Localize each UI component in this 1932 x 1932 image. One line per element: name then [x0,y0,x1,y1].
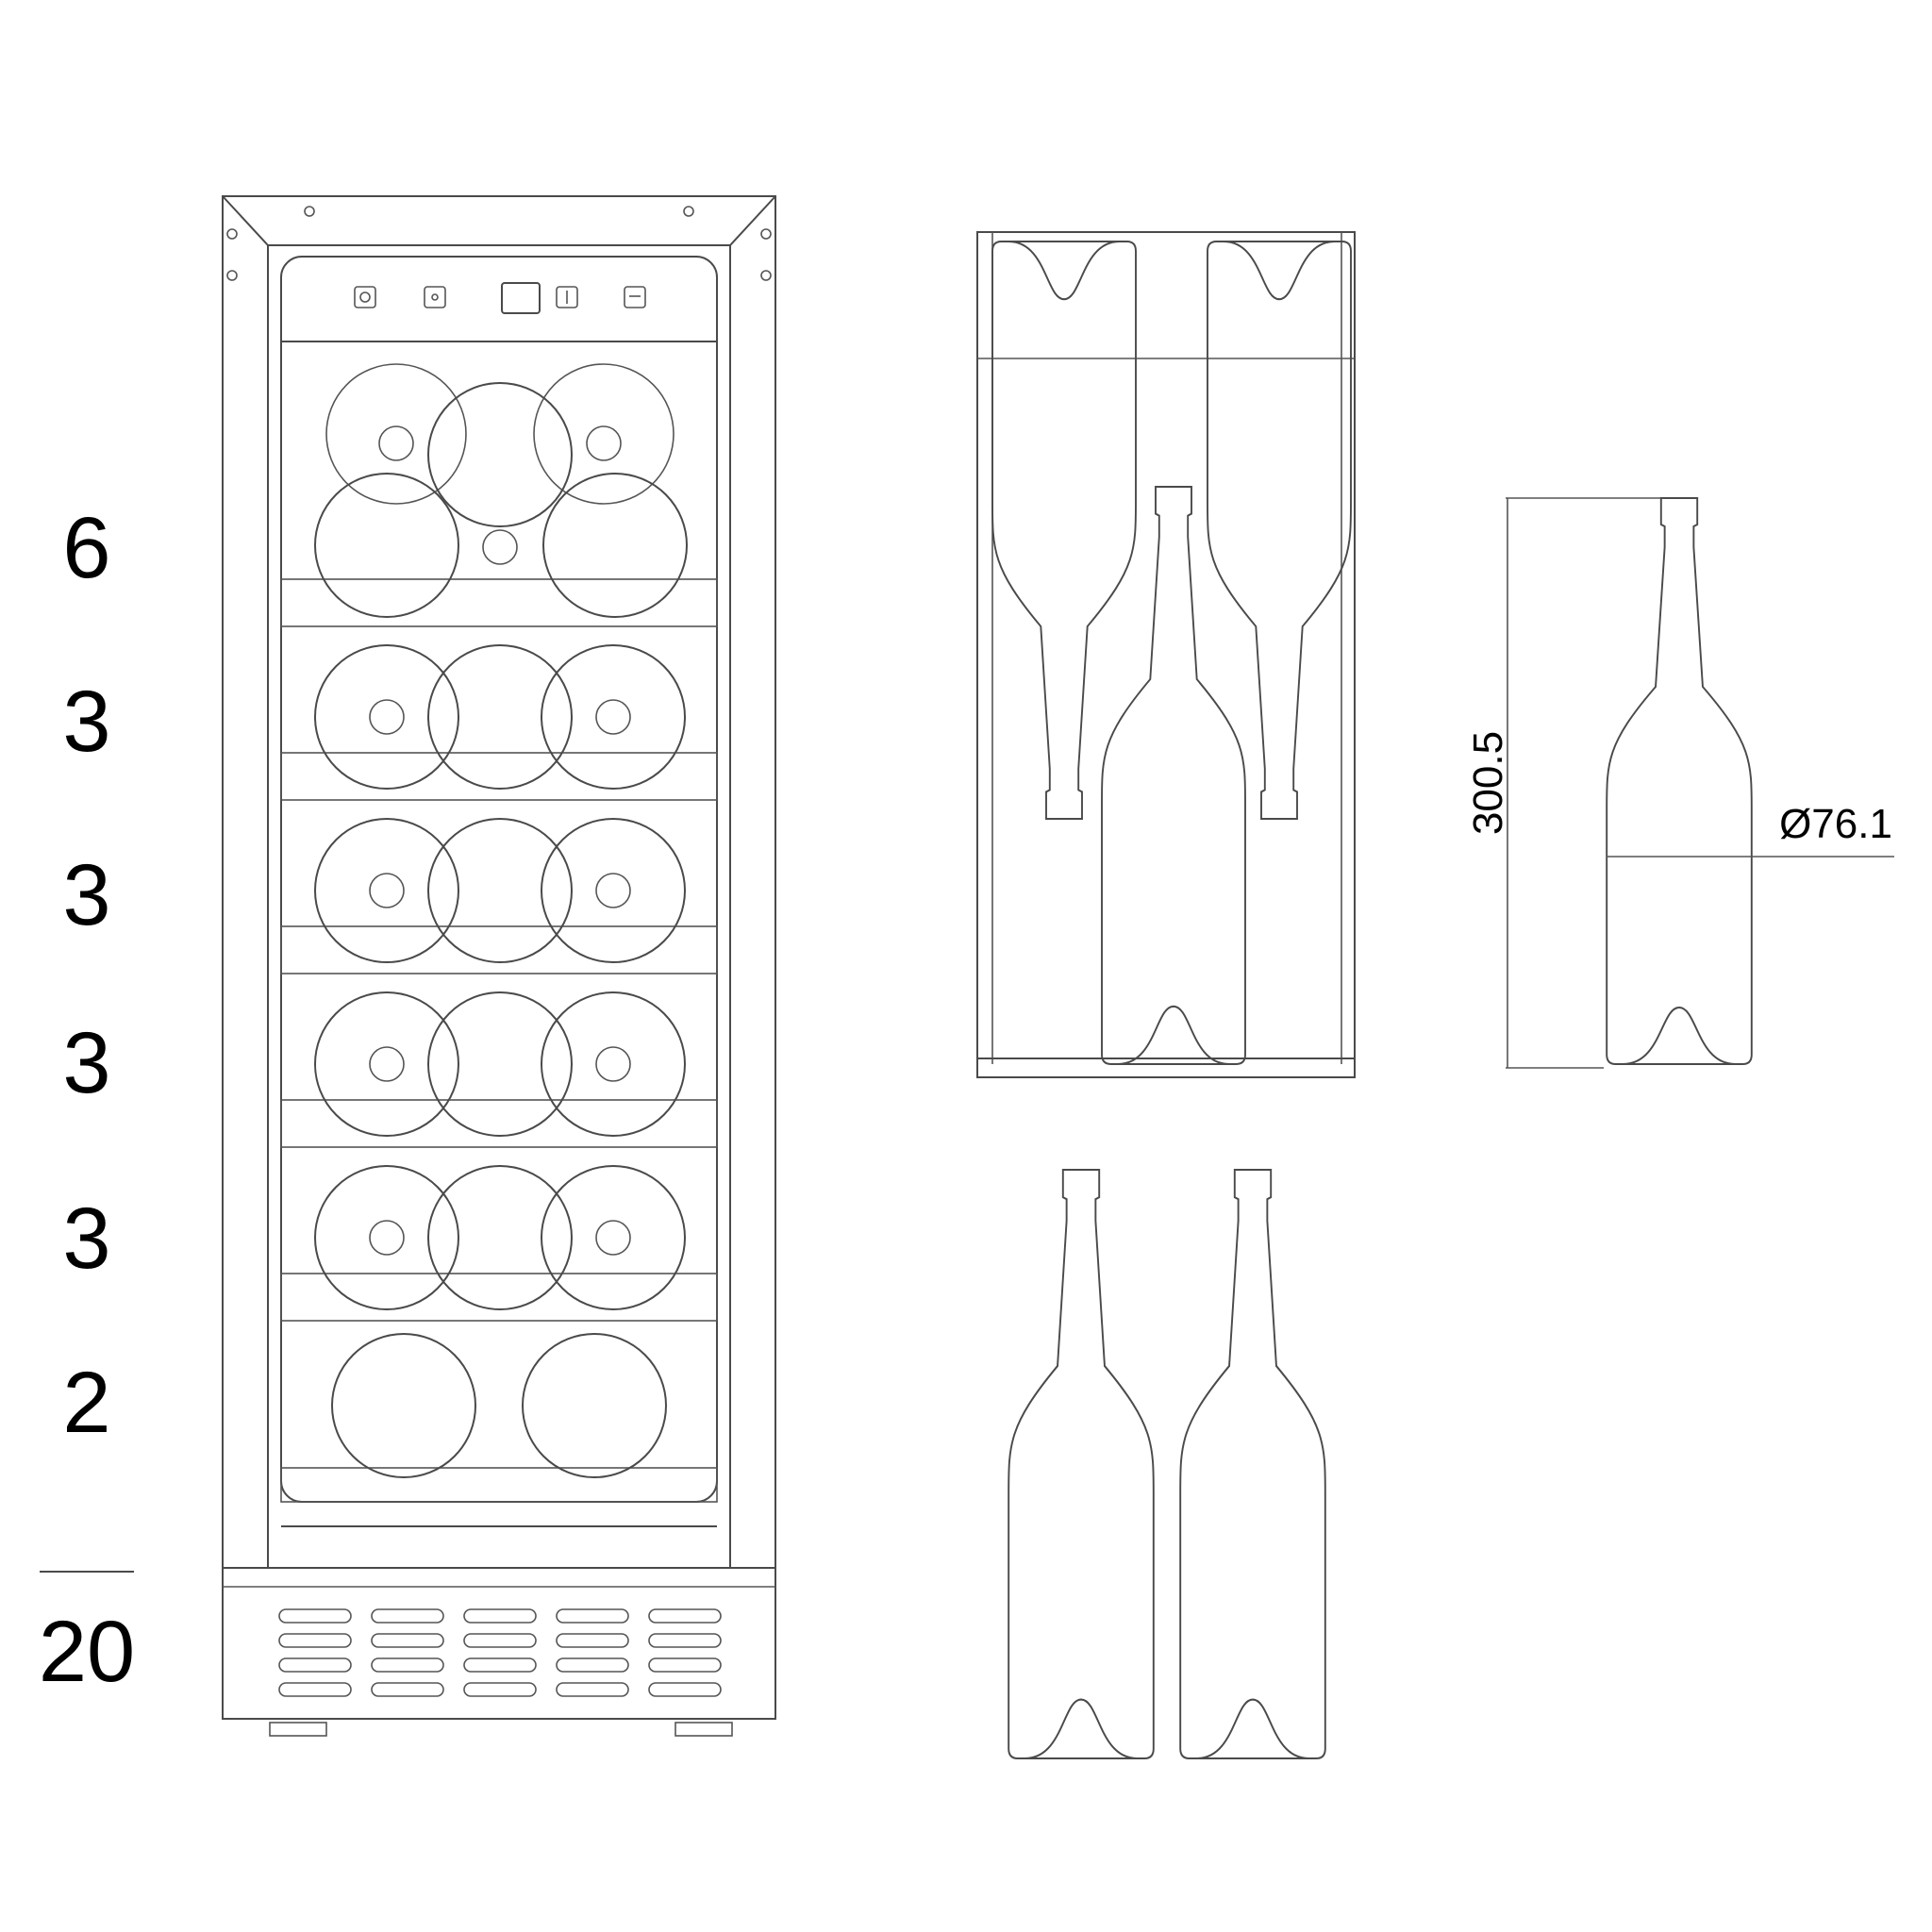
bottle-diameter-label: Ø76.1 [1779,801,1892,847]
shelf-count-4: 3 [62,1015,110,1111]
light-icon [424,286,446,308]
temp-up-icon [556,286,578,308]
shelf-count-1: 6 [62,500,110,596]
shelf-count-2: 3 [62,674,110,770]
temp-down-icon [624,286,646,308]
shelf-count-5: 3 [62,1191,110,1287]
shelf-5-bottles [314,1165,686,1310]
shelf-1-bottles [314,363,688,618]
display-icon [501,282,541,314]
shelf-count-3: 3 [62,847,110,943]
shelf-3-bottles [314,818,686,963]
cabinet-front-view [222,195,776,1737]
shelves [280,578,718,1503]
total-count: 20 [39,1604,135,1700]
shelf-4-bottles [314,991,686,1137]
power-icon [354,286,376,308]
bottle-height-label: 300.5 [1465,731,1511,835]
shelf-count-6: 2 [62,1355,110,1451]
vent-grille [278,1608,722,1697]
shelf-6-bottles [331,1333,667,1478]
shelf-2-bottles [314,644,686,790]
side-storage-view [976,231,1356,1078]
dimension-bottle [1506,497,1894,1069]
loose-bottles [1008,1168,1326,1760]
